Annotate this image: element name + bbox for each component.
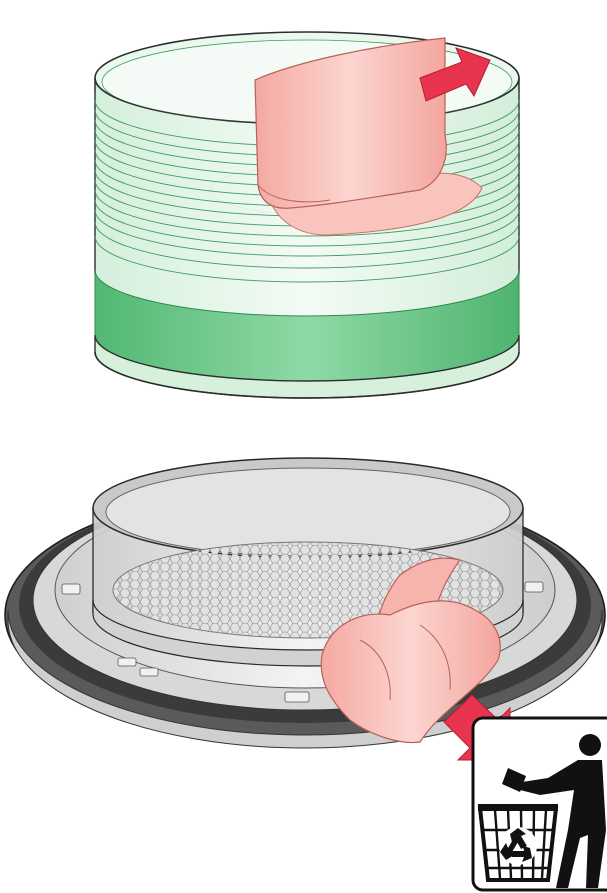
trash-disposal-icon: [473, 718, 607, 890]
recycle-icon: [499, 827, 537, 865]
filter-base: [5, 458, 605, 748]
